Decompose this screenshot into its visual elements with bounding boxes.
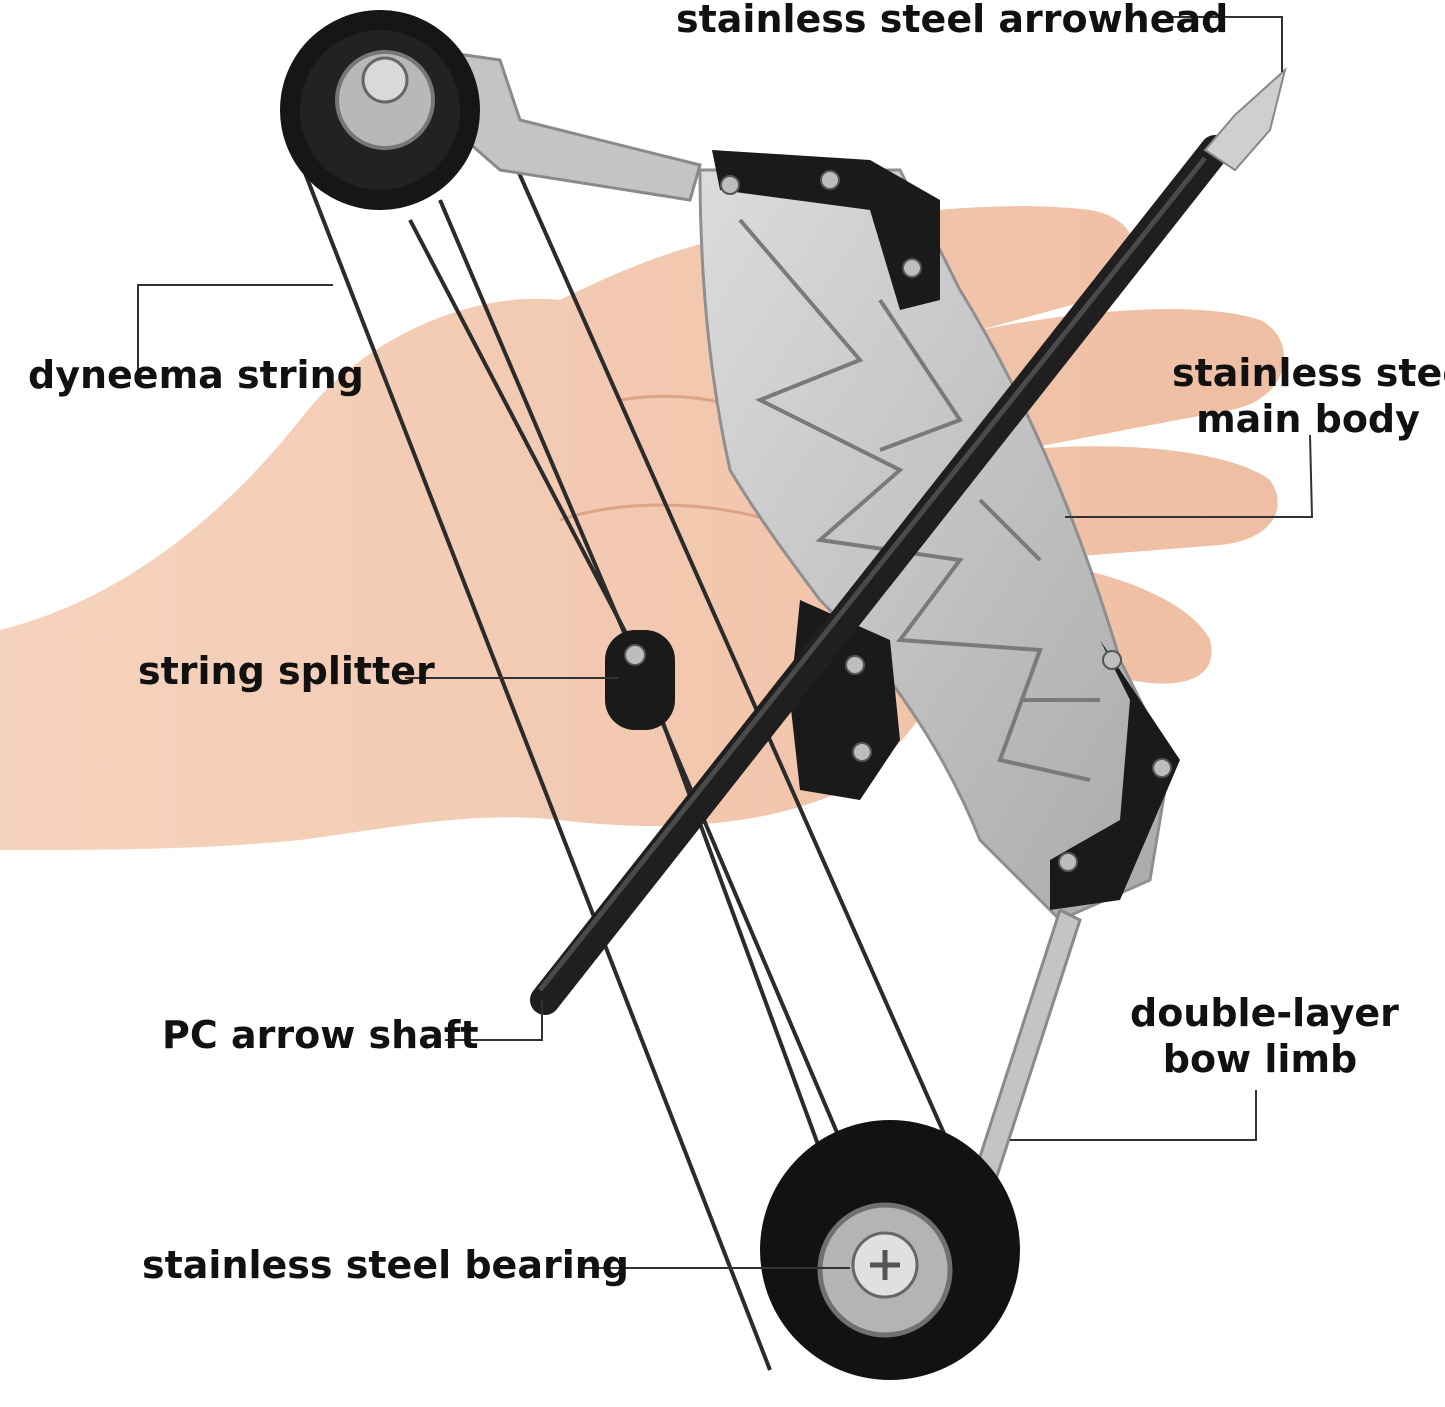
- label-string-splitter: string splitter: [138, 649, 435, 693]
- screw: [845, 655, 865, 675]
- splitter-screw: [624, 644, 646, 666]
- screw: [852, 742, 872, 762]
- string-segment: [638, 659, 822, 1151]
- label-double-layer-bow-limb: double-layer bow limb: [1130, 990, 1399, 1082]
- bolt-cross: [870, 1250, 900, 1280]
- lower-limb-cap: [1050, 640, 1180, 910]
- leader-limb: [1010, 1090, 1257, 1141]
- leader-body: [1065, 434, 1314, 518]
- leader-arrowhead: [1170, 16, 1283, 72]
- leader-shaft: [445, 1000, 543, 1041]
- screw: [902, 258, 922, 278]
- screw: [1058, 852, 1078, 872]
- arrowhead: [1203, 67, 1287, 172]
- lower-pulley: [760, 1120, 1020, 1380]
- label-main-body-line2: main body: [1196, 397, 1420, 441]
- label-main-body-line1: stainless steel: [1172, 351, 1445, 395]
- upper-bolt: [361, 56, 409, 104]
- string-splitter: [605, 630, 675, 730]
- arrow-shaft: [530, 135, 1230, 1015]
- palm-crease: [559, 503, 771, 522]
- label-stainless-steel-main-body: stainless steel main body: [1172, 350, 1445, 442]
- label-dyneema-string: dyneema string: [28, 353, 364, 397]
- string-segment: [498, 129, 1002, 1261]
- leader-lines: [137, 16, 1314, 1269]
- label-stainless-steel-bearing: stainless steel bearing: [142, 1243, 629, 1287]
- splitter-body: [605, 630, 675, 730]
- pc-arrow-shaft: [530, 67, 1287, 1015]
- label-pc-arrow-shaft: PC arrow shaft: [162, 1013, 479, 1057]
- label-bow-limb-line2: bow limb: [1162, 1037, 1358, 1081]
- label-bow-limb-line1: double-layer: [1130, 991, 1399, 1035]
- string-segment: [408, 219, 642, 661]
- leader-string: [137, 284, 333, 375]
- screw: [720, 175, 740, 195]
- screw: [820, 170, 840, 190]
- screw: [1102, 650, 1122, 670]
- screw: [1152, 758, 1172, 778]
- arrow-shaft-highlight: [538, 156, 1207, 992]
- label-stainless-steel-arrowhead: stainless steel arrowhead: [676, 0, 1229, 41]
- upper-pulley: [280, 10, 480, 210]
- upper-limb-cap: [712, 150, 940, 310]
- string-segment: [298, 159, 772, 1371]
